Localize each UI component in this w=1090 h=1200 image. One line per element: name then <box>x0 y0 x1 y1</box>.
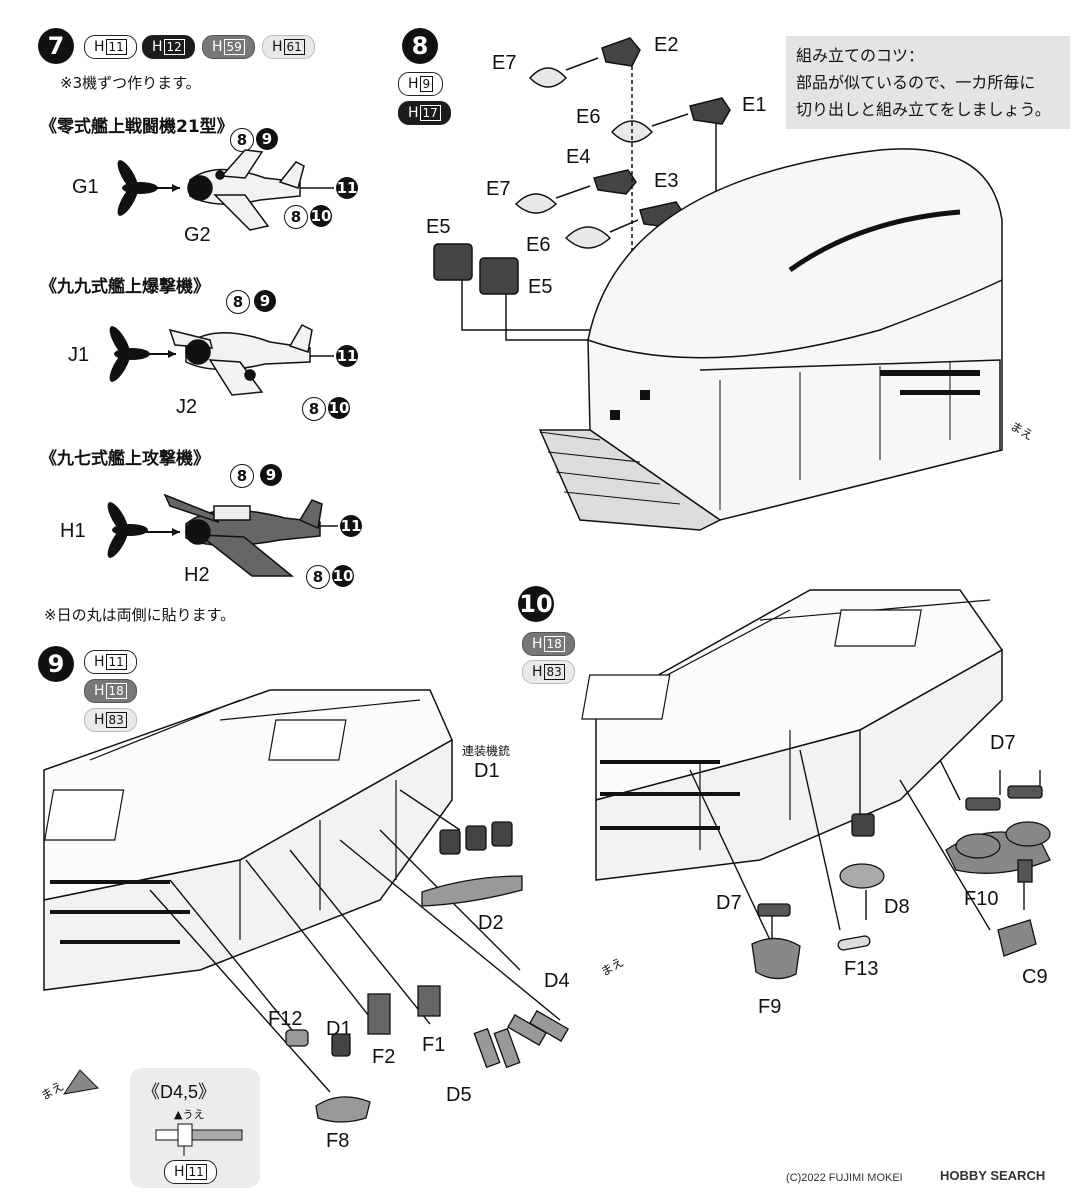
gun-label: 連装機銃 <box>462 744 511 758</box>
decal-ref-9: 9 <box>254 290 276 312</box>
tip-line-3: 切り出しと組み立てをしましょう。 <box>796 100 1051 119</box>
propeller-icon <box>109 326 150 382</box>
part-label-f8: F8 <box>326 1130 350 1152</box>
tip-line-2: 部品が似ているので、一カ所毎に <box>796 73 1036 92</box>
decal-ref-8: 8 <box>302 397 326 421</box>
part-label-e7: E7 <box>492 52 517 74</box>
decal-ref-11: 11 <box>336 345 358 367</box>
step9-hull-drawing <box>43 689 569 1123</box>
part-label-g2: G2 <box>184 224 211 246</box>
part-label-g1: G1 <box>72 176 99 198</box>
decal-ref-10: 10 <box>332 565 354 587</box>
part-label-f2: F2 <box>372 1046 396 1068</box>
plane-title-val: 《九九式艦上爆撃機》 <box>40 277 210 297</box>
part-e2-icon <box>601 37 641 67</box>
part-label-e6: E6 <box>576 106 601 128</box>
part-label-d2: D2 <box>478 912 504 934</box>
part-label-h2: H2 <box>184 564 210 586</box>
decal-ref-8: 8 <box>306 565 330 589</box>
part-label-e2: E2 <box>654 34 679 56</box>
plane-kate-icon <box>163 493 323 577</box>
step-number-7: 7 <box>38 28 74 64</box>
plane-title-zero: 《零式艦上戦闘機21型》 <box>40 117 234 137</box>
decal-ref-10: 10 <box>328 397 350 419</box>
plane-zero-icon <box>187 149 305 231</box>
part-label-e3: E3 <box>654 170 679 192</box>
tip-line-1: 組み立てのコツ： <box>796 46 925 65</box>
assembly-tip-box: 組み立てのコツ： 部品が似ているので、一カ所毎に 切り出しと組み立てをしましょう… <box>786 36 1070 129</box>
d45-part-icon <box>155 1123 243 1156</box>
part-e5-icon <box>433 243 473 281</box>
decal-ref-8: 8 <box>226 290 250 314</box>
part-label-d4: D4 <box>544 970 570 992</box>
part-label-f10: F10 <box>964 888 999 910</box>
part-e7-icon <box>528 67 568 88</box>
decal-ref-11: 11 <box>340 515 362 537</box>
part-label-d7: D7 <box>990 732 1016 754</box>
part-label-d1: D1 <box>474 760 500 782</box>
part-label-c9: C9 <box>1022 966 1048 988</box>
part-label-e4: E4 <box>566 146 591 168</box>
step-number-9: 9 <box>38 646 74 682</box>
decal-ref-8: 8 <box>230 464 254 488</box>
part-label-f12: F12 <box>268 1008 303 1030</box>
decal-ref-8: 8 <box>284 205 308 229</box>
decal-ref-8: 8 <box>230 128 254 152</box>
step-number-8: 8 <box>402 28 438 64</box>
aircraft-drawings <box>107 149 338 577</box>
step8-hull-drawing <box>433 37 1003 531</box>
part-label-d5: D5 <box>446 1084 472 1106</box>
step7-note: ※3機ずつ作ります。 <box>60 74 201 92</box>
part-label-j1: J1 <box>68 344 90 366</box>
part-label-d8: D8 <box>884 896 910 918</box>
decal-ref-9: 9 <box>256 128 278 150</box>
decal-ref-10: 10 <box>310 205 332 227</box>
part-label-f1: F1 <box>422 1034 446 1056</box>
part-e7-icon <box>514 193 558 214</box>
part-e5-icon <box>479 257 519 295</box>
part-e4-icon <box>593 169 637 195</box>
part-label-e1: E1 <box>742 94 767 116</box>
part-label-e6: E6 <box>526 234 551 256</box>
propeller-icon <box>107 502 148 558</box>
part-label-h1: H1 <box>60 520 86 542</box>
step10-hull-drawing <box>581 589 1051 980</box>
inset-title: 《D4,5》 <box>142 1082 217 1102</box>
propeller-icon <box>117 160 158 216</box>
step-number-10: 10 <box>518 586 554 622</box>
plane-title-kate: 《九七式艦上攻撃機》 <box>40 449 210 469</box>
part-label-e7: E7 <box>486 178 511 200</box>
copyright-text: (C)2022 FUJIMI MOKEI <box>786 1172 903 1184</box>
part-label-f13: F13 <box>844 958 879 980</box>
part-e6-icon <box>564 226 612 249</box>
part-label-d7: D7 <box>716 892 742 914</box>
part-label-j2: J2 <box>176 396 198 418</box>
part-label-e5: E5 <box>528 276 553 298</box>
plane-val-icon <box>168 324 313 396</box>
part-label-e5: E5 <box>426 216 451 238</box>
decal-ref-11: 11 <box>336 177 358 199</box>
inset-up-label: ▲うえ <box>174 1108 205 1121</box>
part-label-f9: F9 <box>758 996 782 1018</box>
step7-footnote: ※日の丸は両側に貼ります。 <box>44 606 236 624</box>
part-e1-icon <box>689 97 731 125</box>
watermark-brand: HOBBY SEARCH <box>940 1168 1046 1183</box>
decal-ref-9: 9 <box>260 464 282 486</box>
